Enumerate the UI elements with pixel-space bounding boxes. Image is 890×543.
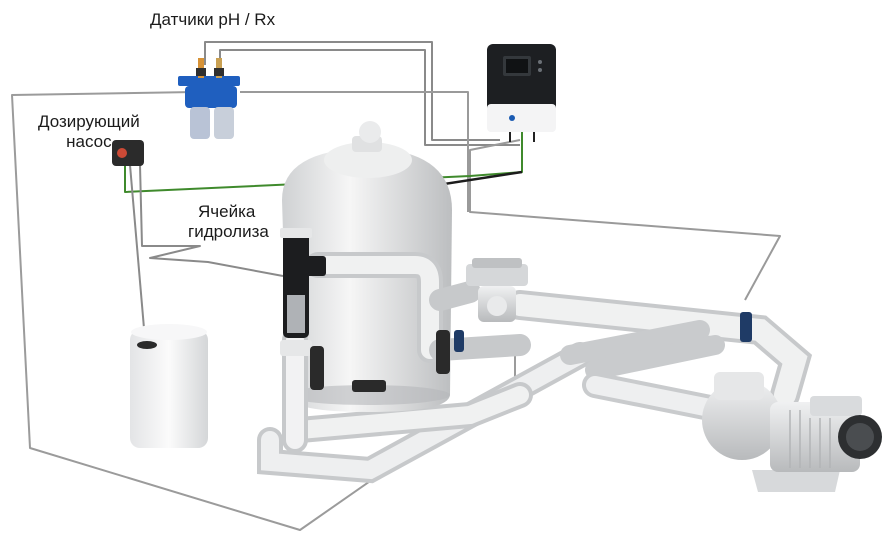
pipe-return-1	[560, 320, 710, 365]
cable-dosing-tube	[139, 164, 284, 277]
hydrolysis-cell-label-line2: гидролиза	[188, 222, 269, 241]
dosing-pump-label: Дозирующий насос	[38, 112, 140, 152]
pipe-return-3-highlight	[586, 376, 729, 419]
pool-pump	[702, 372, 882, 492]
valve-handle-2	[436, 330, 450, 374]
valves	[310, 312, 752, 390]
hydrolysis-cell-label-line1: Ячейка	[198, 202, 256, 221]
multiport-valve	[466, 258, 528, 322]
chemical-tank	[130, 324, 208, 448]
valve-handle-3	[740, 312, 752, 342]
sensors-label: Датчики pH / Rx	[150, 10, 276, 29]
pipe-return-2	[585, 335, 725, 380]
cable-sensor-controller-1	[204, 41, 500, 141]
hydrolysis-cell-label: Ячейка гидролиза	[188, 202, 269, 242]
dosing-pump	[112, 140, 144, 166]
sand-filter	[282, 121, 452, 412]
pipework	[257, 290, 813, 484]
filter-pipes	[282, 252, 531, 453]
valve-handle-1	[310, 346, 324, 390]
dosing-pump-label-line2: насос	[66, 132, 112, 151]
cable-pump-tank	[129, 164, 146, 341]
cable-controller-flow	[469, 139, 781, 301]
pipe-right-run-highlight	[509, 294, 808, 406]
cable-green-pump	[124, 140, 523, 193]
dosing-pump-label-line1: Дозирующий	[38, 112, 140, 131]
valve-handle-4	[454, 330, 464, 352]
ph-rx-sensor-holder	[178, 58, 240, 139]
hydrolysis-cell	[280, 228, 326, 356]
pipe-filter-front-highlight	[291, 386, 529, 439]
controller-unit	[487, 44, 556, 142]
cable-sensor-right	[240, 91, 469, 212]
